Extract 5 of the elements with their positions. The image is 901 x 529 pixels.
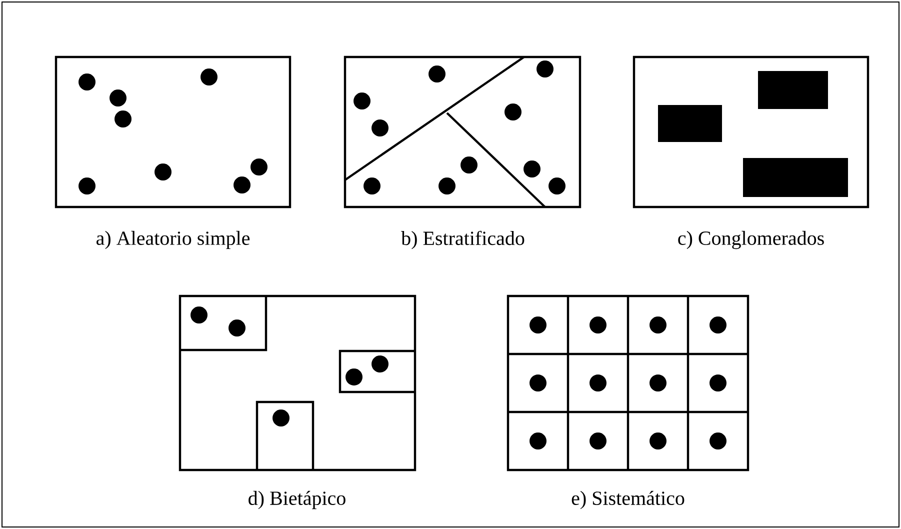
caption: c) Conglomerados: [678, 230, 824, 250]
caption: d) Bietápico: [248, 490, 346, 510]
caption: a) Aleatorio simple: [96, 230, 250, 250]
caption: b) Estratificado: [401, 230, 524, 250]
caption: e) Sistemático: [572, 490, 684, 510]
